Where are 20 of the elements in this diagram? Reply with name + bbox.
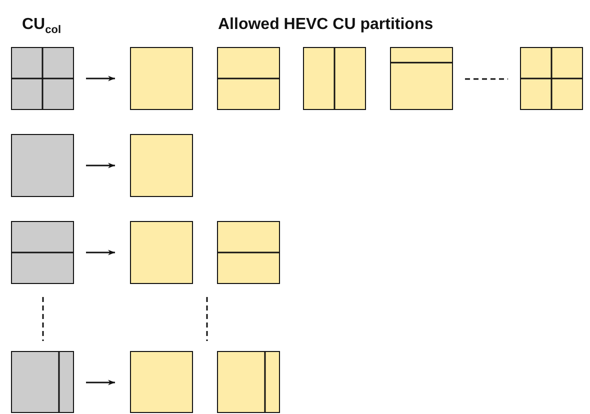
collocated-narrow-right-split-block — [11, 351, 74, 413]
partition-horizontal-split-block — [217, 221, 280, 284]
partition-horizontal-split-block — [217, 47, 280, 110]
partition-block — [130, 221, 193, 284]
collocated-quad-split-block — [11, 47, 74, 110]
arrow — [86, 380, 115, 386]
arrow — [86, 250, 115, 256]
partition-narrow-right-split-block — [217, 351, 280, 413]
arrow — [86, 162, 115, 168]
arrow — [86, 76, 115, 82]
collocated-block — [11, 134, 74, 197]
partition-top-split-block — [390, 47, 453, 110]
column-heading: CU$_{col}$ — [22, 16, 62, 36]
column-heading: Allowed HEVC CU partitions — [218, 16, 434, 34]
partition-block — [130, 47, 193, 110]
partition-block — [130, 134, 193, 197]
partition-block — [130, 351, 193, 413]
partition-quad-split-block — [520, 47, 583, 110]
partition-vertical-split-block — [303, 47, 366, 110]
collocated-horizontal-split-block — [11, 221, 74, 284]
